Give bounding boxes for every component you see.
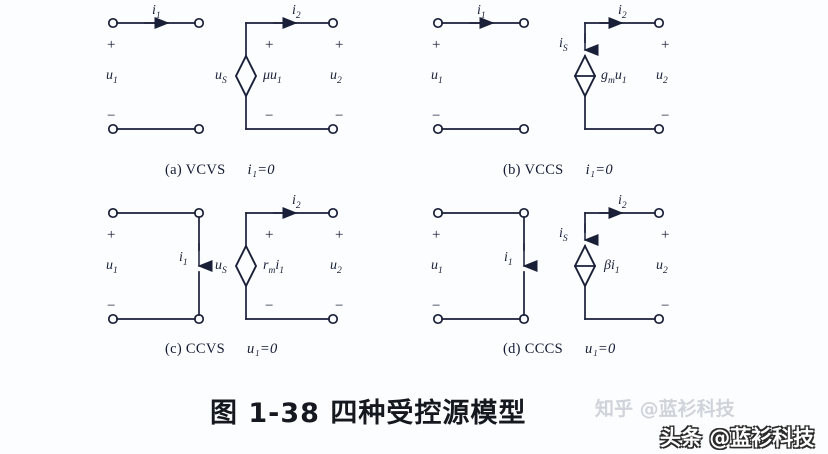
panel-a-output-current-label: i2 bbox=[292, 3, 301, 21]
bottom-brand-toutiao: 头条 @蓝衫科技 bbox=[660, 426, 815, 450]
panel-b-input-plus: + bbox=[432, 37, 441, 53]
panel-c-terminal-minus: − bbox=[335, 298, 344, 314]
panel-b-source-value: gmu1 bbox=[601, 68, 627, 86]
panel-c-output-voltage-label: u2 bbox=[330, 258, 342, 276]
panel-b-source-terminal-label: iS bbox=[559, 36, 568, 54]
panel-b-input-voltage-label: u1 bbox=[431, 68, 443, 86]
panel-c-input-voltage-label: u1 bbox=[106, 258, 118, 276]
panel-c-source-value: rmi1 bbox=[263, 258, 284, 276]
panel-d-input-voltage-label: u1 bbox=[431, 258, 443, 276]
panel-d-terminal-plus: + bbox=[661, 227, 670, 243]
panel-c-circuit bbox=[107, 207, 339, 325]
panel-d-output-voltage-label: u2 bbox=[656, 258, 668, 276]
panel-d-source-terminal-label: iS bbox=[559, 226, 568, 244]
panel-a-terminal-minus: − bbox=[335, 108, 344, 124]
panel-d-input-plus: + bbox=[432, 227, 441, 243]
panel-d-source-value: βi1 bbox=[604, 258, 620, 276]
panel-c-terminal-plus: + bbox=[335, 227, 344, 243]
panel-c-output-minus: − bbox=[265, 298, 274, 314]
panel-a-input-plus: + bbox=[107, 37, 116, 53]
panel-d-input-minus: − bbox=[432, 298, 441, 314]
figure-title: 图 1-38 四种受控源模型 bbox=[210, 398, 527, 429]
panel-a-input-current-label: i1 bbox=[152, 3, 161, 21]
panel-c-input-current-label: i1 bbox=[179, 250, 188, 268]
panel-a-source-terminal-label: uS bbox=[215, 68, 227, 86]
panel-c-input-plus: + bbox=[107, 227, 116, 243]
panel-d-terminal-minus: − bbox=[661, 298, 670, 314]
panel-b-output-voltage-label: u2 bbox=[656, 68, 668, 86]
panel-a-circuit bbox=[107, 17, 339, 135]
panel-c-output-plus: + bbox=[265, 227, 274, 243]
panel-a-terminal-plus: + bbox=[335, 37, 344, 53]
panel-b-output-current-label: i2 bbox=[618, 3, 627, 21]
panel-a-source-value: μu1 bbox=[263, 68, 282, 86]
panel-d-output-current-label: i2 bbox=[618, 193, 627, 211]
panel-b-circuit bbox=[432, 17, 665, 135]
panel-c-source-terminal-label: uS bbox=[215, 258, 227, 276]
panel-a-input-voltage-label: u1 bbox=[106, 68, 118, 86]
watermark-zhihu: 知乎 @蓝衫科技 bbox=[595, 398, 735, 420]
panel-c-input-minus: − bbox=[107, 298, 116, 314]
panel-a-output-minus: − bbox=[265, 108, 274, 124]
panel-c-output-current-label: i2 bbox=[292, 193, 301, 211]
panel-a-input-minus: − bbox=[107, 108, 116, 124]
panel-b-terminal-minus: − bbox=[661, 108, 670, 124]
panel-b-terminal-plus: + bbox=[661, 37, 670, 53]
panel-a-output-voltage-label: u2 bbox=[330, 68, 342, 86]
panel-a-output-plus: + bbox=[265, 37, 274, 53]
panel-d-input-current-label: i1 bbox=[504, 250, 513, 268]
panel-b-input-minus: − bbox=[432, 108, 441, 124]
panel-b-input-current-label: i1 bbox=[477, 3, 486, 21]
panel-d-circuit bbox=[432, 207, 665, 325]
